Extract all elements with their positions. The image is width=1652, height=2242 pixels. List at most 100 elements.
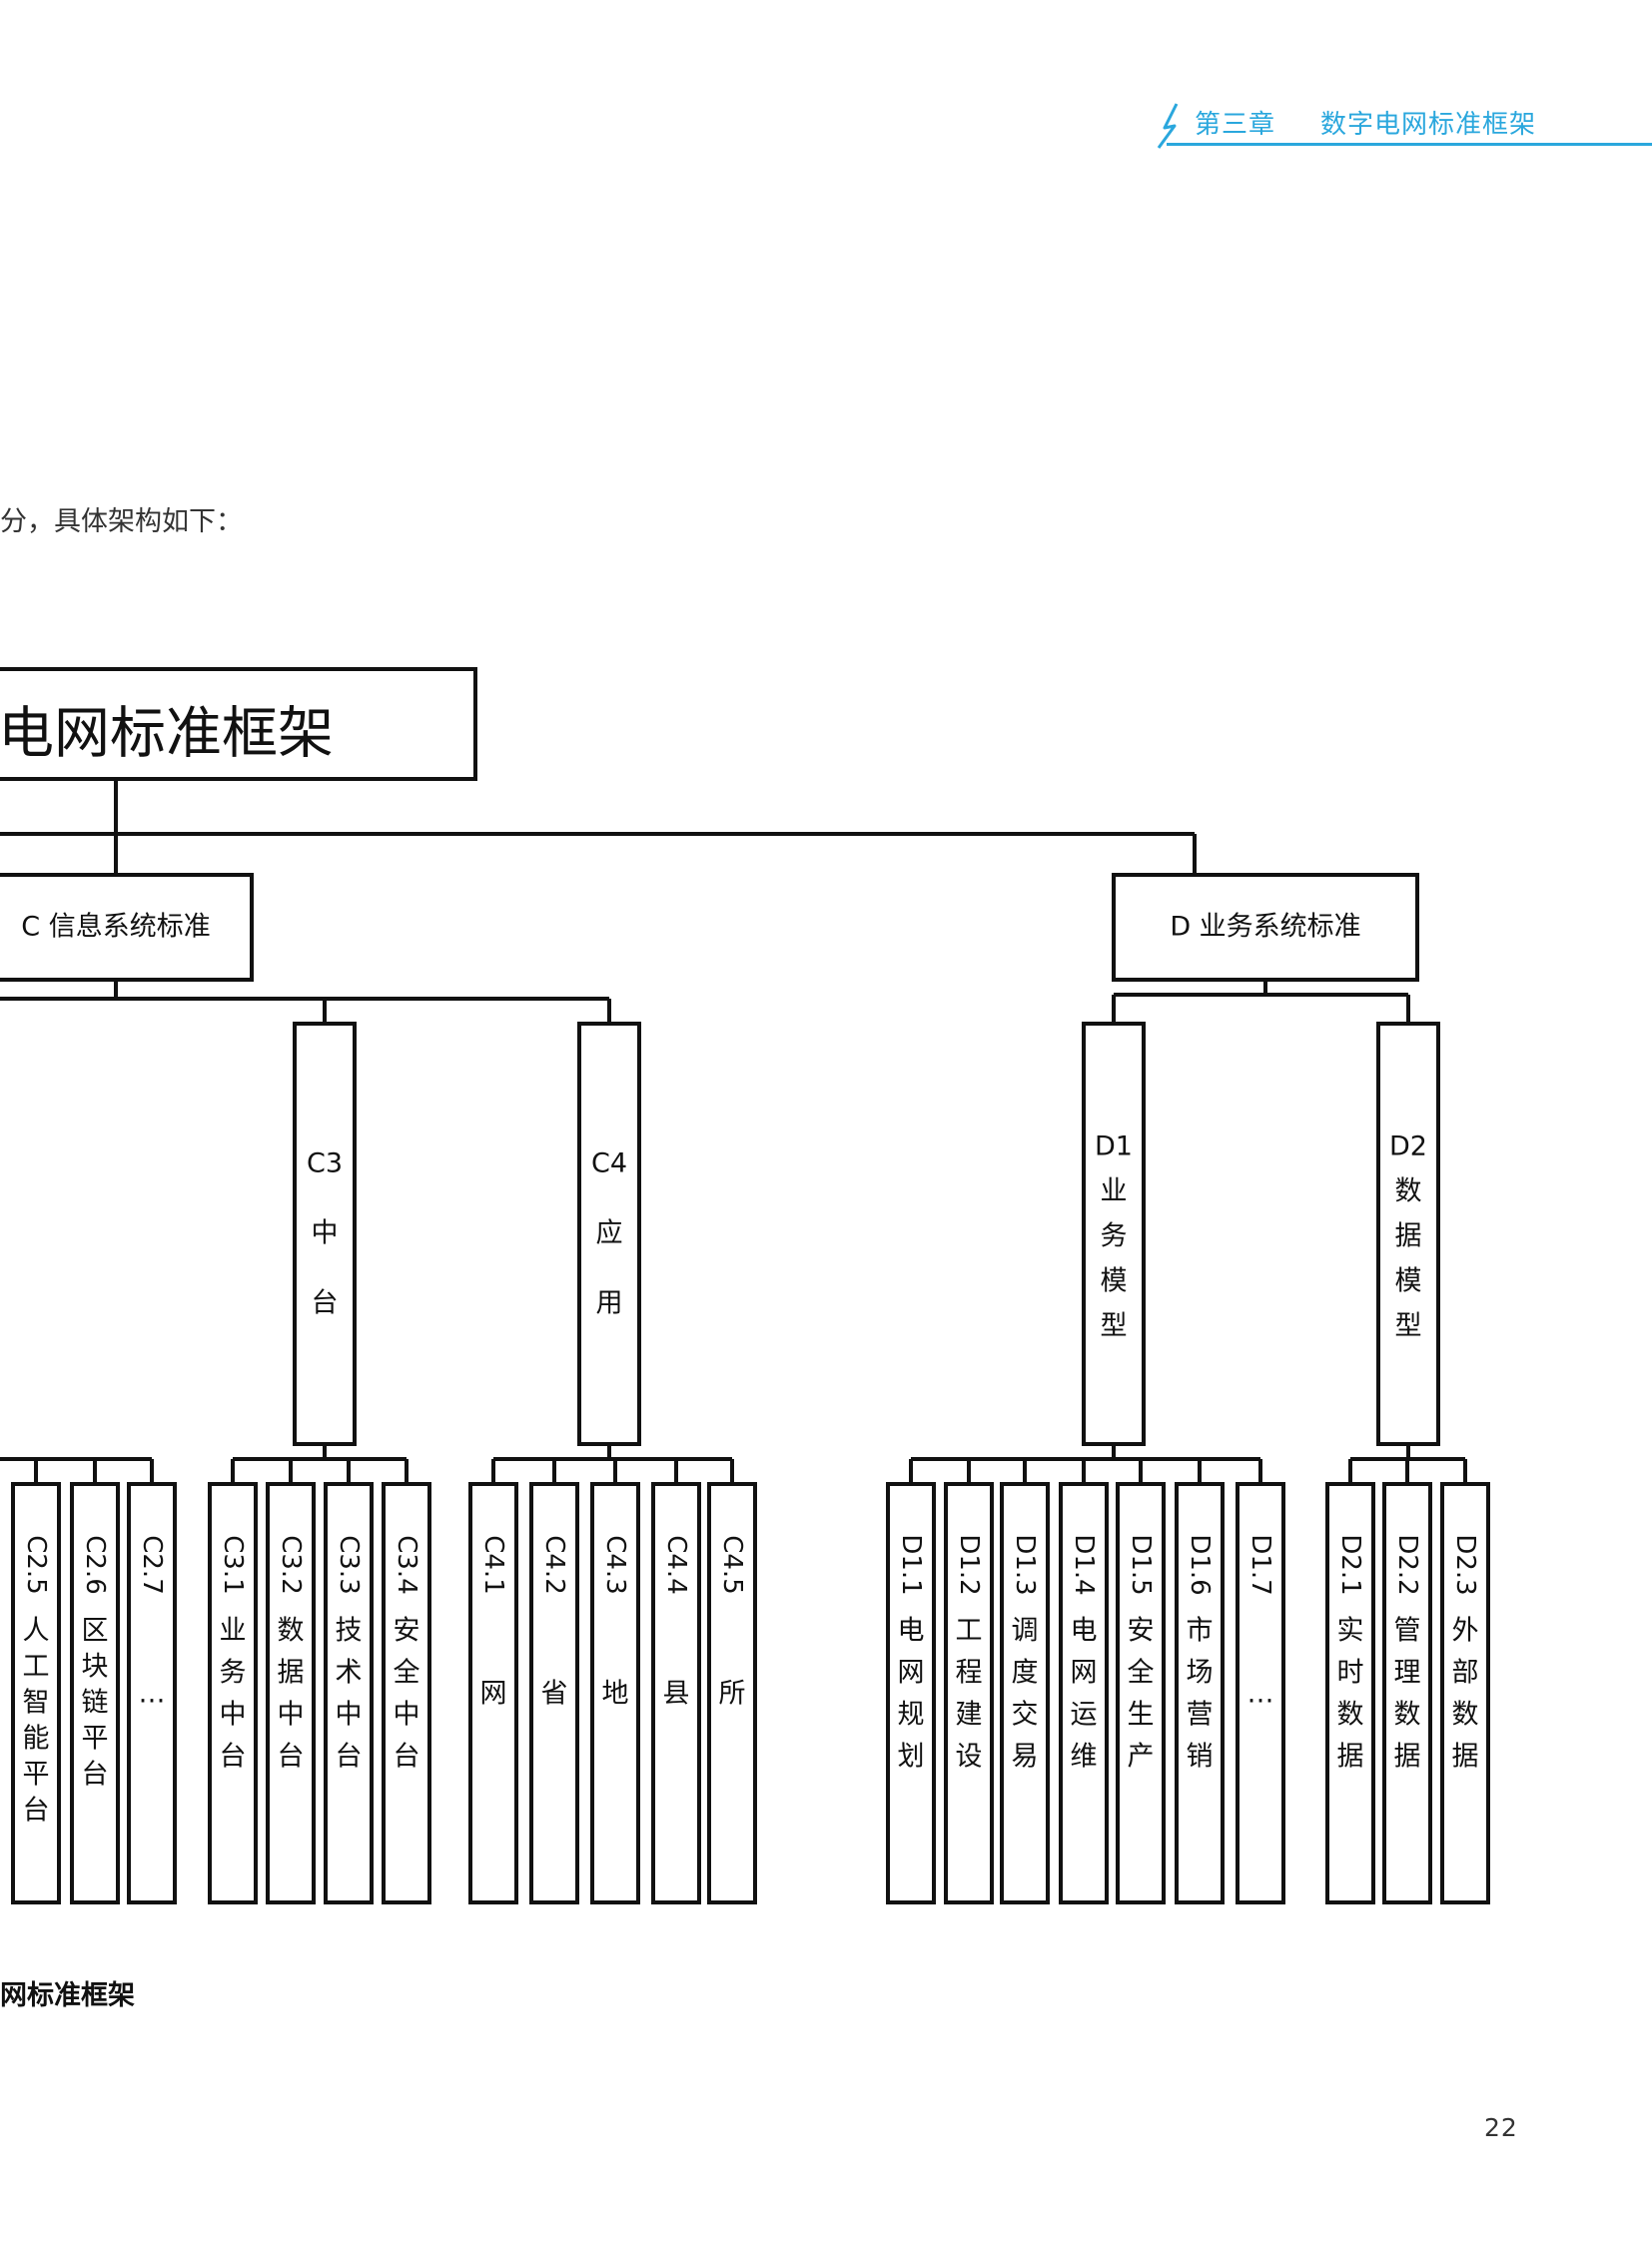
- lightning-icon: [1157, 103, 1179, 149]
- leaf-name-char: 全: [394, 1658, 420, 1689]
- header-divider: [1167, 143, 1652, 146]
- leaf-name-char: 能: [23, 1724, 50, 1755]
- leaf-name-char: 智: [23, 1688, 50, 1719]
- leaf-code: D1.1: [896, 1534, 926, 1595]
- leaf-name-char: 台: [23, 1796, 50, 1827]
- leaf-D1.6: [1175, 1482, 1225, 1904]
- leaf-name-char: 安: [394, 1616, 420, 1647]
- leaf-code: D1.7: [1245, 1534, 1275, 1595]
- leaf-name-char: 时: [1337, 1658, 1364, 1689]
- root-node-label: 电网标准框架: [0, 702, 334, 767]
- leaf-name-char: 县: [663, 1679, 690, 1710]
- leaf-name-char: 中: [220, 1700, 247, 1731]
- node-D-label: D 业务系统标准: [1170, 912, 1360, 943]
- leaf-code: C2.5: [21, 1535, 51, 1595]
- leaf-D1.2: [944, 1482, 994, 1904]
- node-C4-text: 用: [596, 1288, 623, 1319]
- leaf-name-char: 易: [1012, 1742, 1039, 1773]
- leaf-name-char: 程: [956, 1658, 983, 1689]
- leaf-name-char: 所: [719, 1679, 746, 1710]
- node-D1-text: 业: [1101, 1176, 1128, 1207]
- node-C3: [293, 1022, 357, 1446]
- leaf-C4.2: [529, 1482, 579, 1904]
- intro-text: 分，具体架构如下：: [0, 506, 243, 537]
- leaf-name-char: 销: [1187, 1742, 1214, 1773]
- node-D1-text: 型: [1101, 1311, 1128, 1342]
- leaf-name-char: 实: [1337, 1616, 1364, 1647]
- leaf-code: C4.2: [539, 1535, 569, 1595]
- leaf-name-char: 链: [82, 1688, 109, 1719]
- leaf-code: C3.3: [334, 1535, 364, 1595]
- leaf-D1.4: [1059, 1482, 1109, 1904]
- leaf-name-char: 设: [956, 1742, 983, 1773]
- leaf-C3.1: [208, 1482, 258, 1904]
- leaf-code: D1.5: [1126, 1534, 1156, 1595]
- leaf-name-char: 理: [1394, 1658, 1421, 1689]
- page-number: 22: [1484, 2113, 1518, 2142]
- leaf-name-char: 块: [82, 1652, 109, 1683]
- leaf-name-char: 维: [1071, 1742, 1098, 1773]
- leaf-name-char: 工: [956, 1616, 983, 1647]
- leaf-name-char: 电: [1071, 1616, 1098, 1647]
- leaf-code: C3.2: [276, 1535, 306, 1595]
- leaf-C4.4: [651, 1482, 701, 1904]
- leaf-name-char: 区: [82, 1616, 109, 1647]
- leaf-name-char: 中: [336, 1700, 363, 1731]
- leaf-C3.2: [266, 1482, 316, 1904]
- leaf-code: D1.4: [1069, 1534, 1099, 1595]
- node-D1: [1082, 1022, 1146, 1446]
- chapter-title: 数字电网标准框架: [1320, 110, 1537, 140]
- leaf-code: D2.2: [1392, 1534, 1422, 1595]
- figure-caption: 网标准框架: [0, 1980, 135, 2011]
- leaf-code: C2.7: [137, 1535, 167, 1595]
- node-D2-text: 模: [1395, 1266, 1422, 1297]
- leaf-code: D1.3: [1010, 1534, 1040, 1595]
- node-D2: [1376, 1022, 1440, 1446]
- leaf-name-char: 平: [23, 1760, 50, 1791]
- leaf-name-char: 电: [898, 1616, 925, 1647]
- node-C3-text: 台: [312, 1288, 339, 1319]
- leaf-D1.7: [1236, 1482, 1285, 1904]
- leaf-C2.5: [11, 1482, 61, 1904]
- leaf-name-char: 数: [1337, 1700, 1364, 1731]
- leaf-D2.2: [1382, 1482, 1432, 1904]
- leaf-code: C4.3: [600, 1535, 630, 1595]
- node-C: [0, 873, 254, 982]
- leaf-name-char: 省: [541, 1679, 568, 1710]
- node-C3-text: C3: [307, 1148, 343, 1179]
- leaf-D1.3: [1000, 1482, 1050, 1904]
- node-C4-text: C4: [591, 1148, 627, 1179]
- node-C4: [577, 1022, 641, 1446]
- leaf-name-char: 交: [1012, 1700, 1039, 1731]
- node-D2-text: 据: [1395, 1221, 1422, 1252]
- leaf-name-char: 生: [1128, 1700, 1155, 1731]
- leaf-D1.1: [886, 1482, 936, 1904]
- leaf-name-char: 营: [1187, 1700, 1214, 1731]
- root-node: [0, 667, 477, 781]
- leaf-name-char: 全: [1128, 1658, 1155, 1689]
- leaf-name-char: 市: [1187, 1616, 1214, 1647]
- leaf-name-char: 技: [336, 1616, 363, 1647]
- leaf-name-char: 地: [602, 1679, 629, 1710]
- leaf-name-char: 数: [1452, 1700, 1479, 1731]
- leaf-name-char: 度: [1012, 1658, 1039, 1689]
- node-D2-text: 型: [1395, 1311, 1422, 1342]
- leaf-code: C4.4: [661, 1535, 691, 1595]
- leaf-name-char: 中: [394, 1700, 420, 1731]
- leaf-name-char: 网: [898, 1658, 925, 1689]
- leaf-code: C4.1: [478, 1535, 508, 1595]
- leaf-name-char: 规: [898, 1700, 925, 1731]
- leaf-D2.3: [1440, 1482, 1490, 1904]
- leaf-name-char: 工: [23, 1652, 50, 1683]
- leaf-C4.5: [707, 1482, 757, 1904]
- leaf-name-char: 中: [278, 1700, 305, 1731]
- leaf-name-char: 网: [480, 1679, 507, 1710]
- leaf-name-char: 调: [1012, 1616, 1039, 1647]
- leaf-name-char: 台: [82, 1760, 109, 1791]
- leaf-name-char: …: [1247, 1679, 1274, 1710]
- leaf-name-char: 数: [1394, 1700, 1421, 1731]
- leaf-name-char: 建: [956, 1700, 983, 1731]
- leaf-code: D2.3: [1450, 1534, 1480, 1595]
- node-D1-text: D1: [1095, 1131, 1133, 1162]
